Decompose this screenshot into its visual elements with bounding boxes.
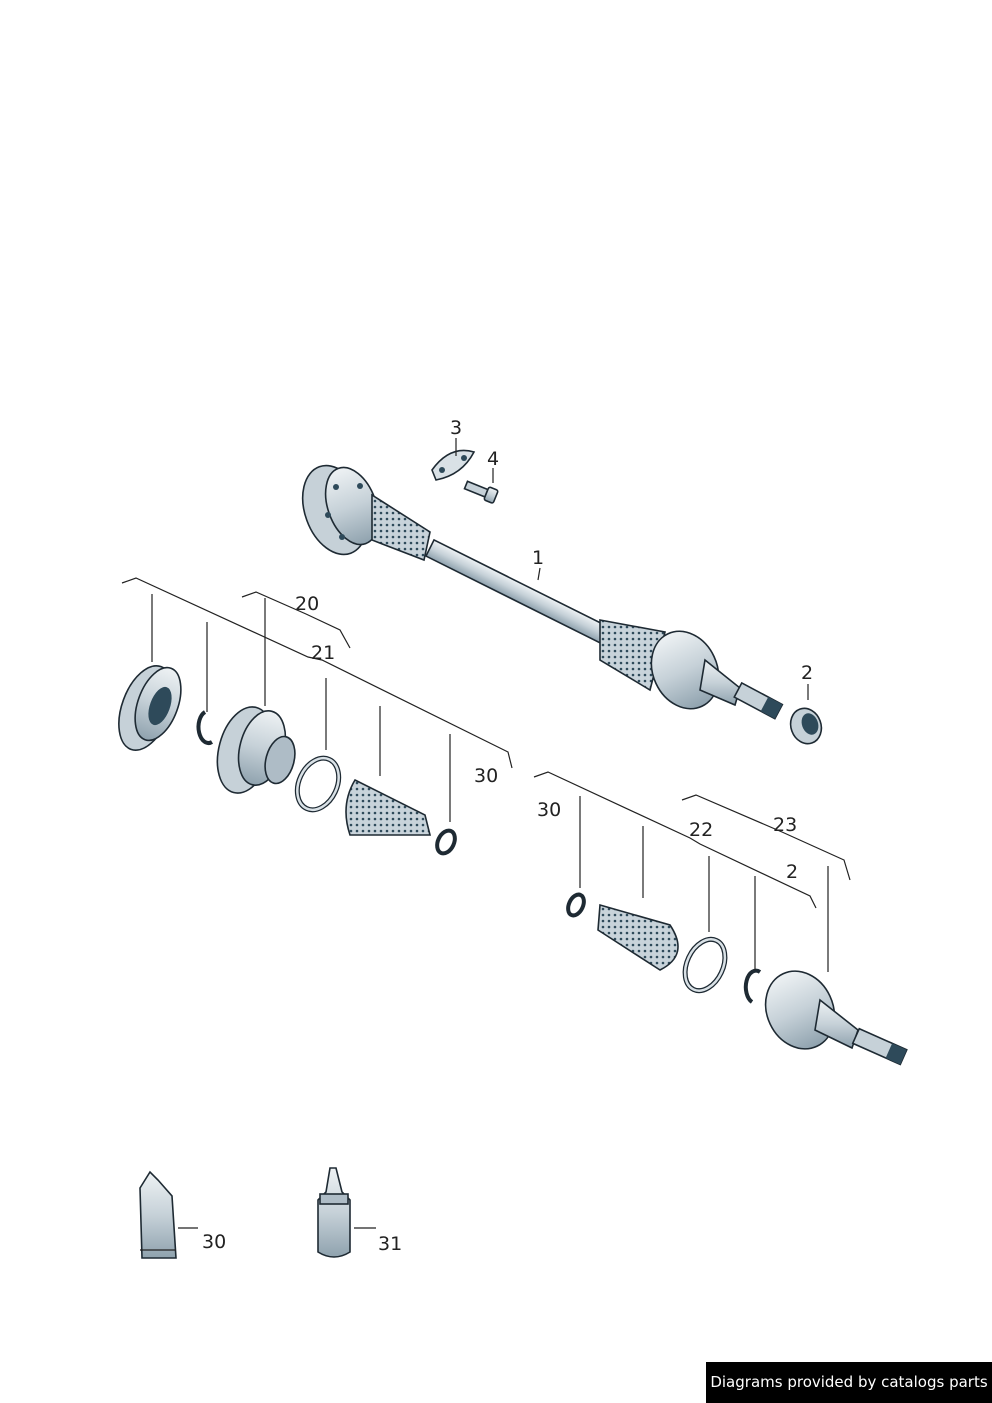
circlip-icon[interactable] xyxy=(196,710,214,745)
boot-icon[interactable] xyxy=(345,778,432,836)
part-number-20: 20 xyxy=(295,593,319,615)
inner-cv-joint-icon[interactable] xyxy=(208,701,299,799)
part-number-31: 31 xyxy=(378,1233,402,1255)
nut-icon[interactable] xyxy=(786,704,827,748)
part-number-21: 21 xyxy=(311,642,335,664)
part-numbers: 3 4 1 2 20 21 30 30 22 23 2 30 31 xyxy=(202,417,813,1255)
boot-icon[interactable] xyxy=(597,903,679,971)
part-number-30: 30 xyxy=(202,1231,226,1253)
part-number-30: 30 xyxy=(537,799,561,821)
part-number-2: 2 xyxy=(801,662,813,684)
lock-plate-icon[interactable] xyxy=(431,449,476,481)
inner-cv-joint-icon[interactable] xyxy=(108,658,189,757)
outer-joint-kit xyxy=(565,892,908,1066)
part-number-2: 2 xyxy=(786,861,798,883)
hose-clamp-icon[interactable] xyxy=(565,892,587,918)
part-number-30: 30 xyxy=(474,765,498,787)
leader-lines xyxy=(121,438,851,1229)
circlip-icon[interactable] xyxy=(743,968,762,1004)
credit-banner[interactable]: Diagrams provided by catalogs parts xyxy=(706,1362,992,1403)
hose-clamp-icon[interactable] xyxy=(289,751,346,816)
inner-joint-kit xyxy=(108,658,459,857)
bolt-icon[interactable] xyxy=(463,479,499,504)
grease-tube-icon[interactable] xyxy=(139,1170,177,1259)
part-number-4: 4 xyxy=(487,448,499,470)
drive-shaft-icon[interactable] xyxy=(291,457,784,720)
part-number-23: 23 xyxy=(773,814,797,836)
part-number-22: 22 xyxy=(689,819,713,841)
outer-cv-joint-icon[interactable] xyxy=(753,960,908,1066)
part-number-1: 1 xyxy=(532,547,544,569)
sealant-bottle-icon[interactable] xyxy=(317,1167,351,1258)
part-number-3: 3 xyxy=(450,417,462,439)
hose-clamp-icon[interactable] xyxy=(677,933,732,997)
hose-clamp-icon[interactable] xyxy=(434,828,459,857)
